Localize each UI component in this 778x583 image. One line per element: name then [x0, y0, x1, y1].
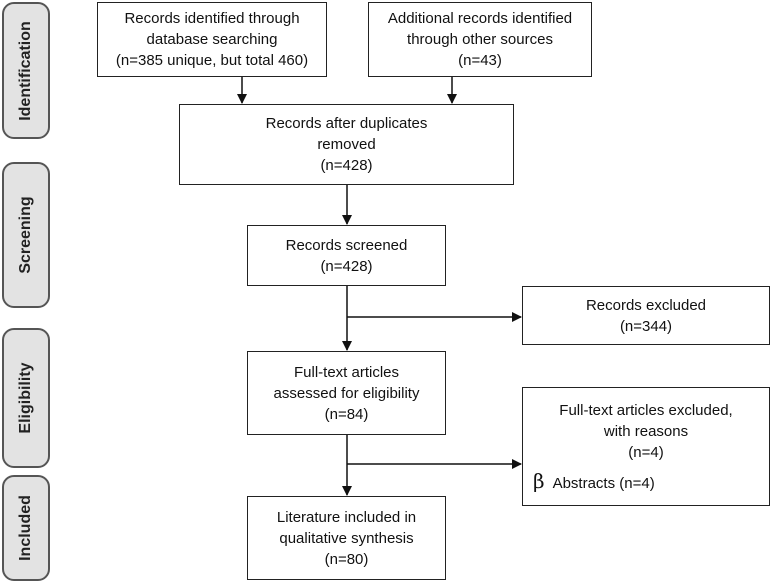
box-fulltext-excluded-line2: with reasons: [603, 423, 689, 440]
box-screened: Records screened (n=428): [247, 225, 446, 286]
exclusion-reason-text: Abstracts (n=4): [552, 475, 655, 492]
beta-symbol: β: [533, 469, 545, 493]
box-excluded-line1: Records excluded: [585, 296, 707, 314]
box-fulltext-assessed: Full-text articles assessed for eligibil…: [247, 351, 446, 435]
box-included: Literature included in qualitative synth…: [247, 496, 446, 580]
box-included-line2: qualitative synthesis: [279, 529, 414, 547]
box-database-search-line1: Records identified through: [124, 10, 300, 27]
box-database-search: Records identified through database sear…: [97, 2, 327, 77]
box-duplicates-removed-line1: Records after duplicates: [265, 115, 428, 132]
box-fulltext-assessed-line3: (n=84): [324, 405, 369, 423]
box-fulltext-excluded-line3: (n=4): [628, 444, 664, 461]
box-database-search-line2: database searching: [146, 31, 278, 48]
box-screened-line2: (n=428): [320, 257, 373, 275]
box-other-sources-line2: through other sources: [407, 31, 553, 48]
box-included-line1: Literature included in: [276, 508, 417, 526]
box-other-sources: Additional records identified through ot…: [368, 2, 592, 77]
phase-included: Included: [2, 475, 50, 581]
box-fulltext-assessed-line2: assessed for eligibility: [273, 384, 420, 402]
box-included-line3: (n=80): [324, 550, 369, 568]
box-database-search-line3: (n=385 unique, but total 460): [115, 52, 309, 69]
box-duplicates-removed: Records after duplicates removed (n=428): [179, 104, 514, 185]
phase-screening: Screening: [2, 162, 50, 308]
box-fulltext-assessed-line1: Full-text articles: [293, 363, 400, 381]
box-other-sources-line1: Additional records identified: [387, 10, 573, 27]
box-fulltext-excluded-line1: Full-text articles excluded,: [559, 402, 733, 419]
phase-eligibility: Eligibility: [2, 328, 50, 468]
phase-identification: Identification: [2, 2, 50, 139]
box-excluded: Records excluded (n=344): [522, 286, 770, 345]
box-fulltext-excluded: Full-text articles excluded, with reason…: [522, 387, 770, 506]
exclusion-reason: β Abstracts (n=4): [523, 471, 769, 494]
box-duplicates-removed-line2: removed: [317, 136, 376, 153]
box-duplicates-removed-line3: (n=428): [320, 157, 373, 174]
box-excluded-line2: (n=344): [619, 317, 673, 335]
box-other-sources-line3: (n=43): [458, 52, 502, 69]
box-screened-line1: Records screened: [285, 236, 408, 254]
